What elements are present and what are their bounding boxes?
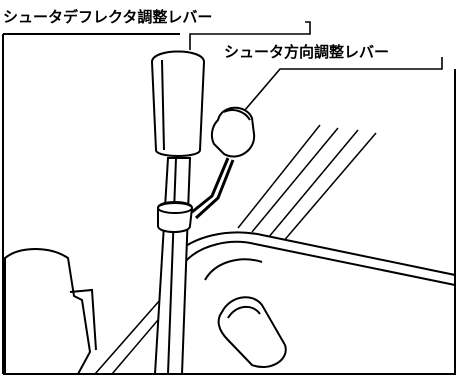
direction-lever-knob: [210, 106, 256, 158]
deflector-leader-line: [189, 21, 311, 50]
deflector-lever-knob: [150, 50, 206, 157]
housing-grip: [217, 296, 287, 368]
direction-lever-label: シュータ方向調整レバー: [224, 43, 389, 61]
direction-leader-line: [244, 57, 443, 111]
direction-lever: [191, 106, 256, 220]
leader-lines: [189, 21, 443, 111]
deflector-lever: [150, 50, 206, 375]
left-bracket: [4, 248, 97, 375]
deflector-lever-label: シュータデフレクタ調整レバー: [3, 8, 212, 26]
chute-rails: [94, 124, 377, 375]
